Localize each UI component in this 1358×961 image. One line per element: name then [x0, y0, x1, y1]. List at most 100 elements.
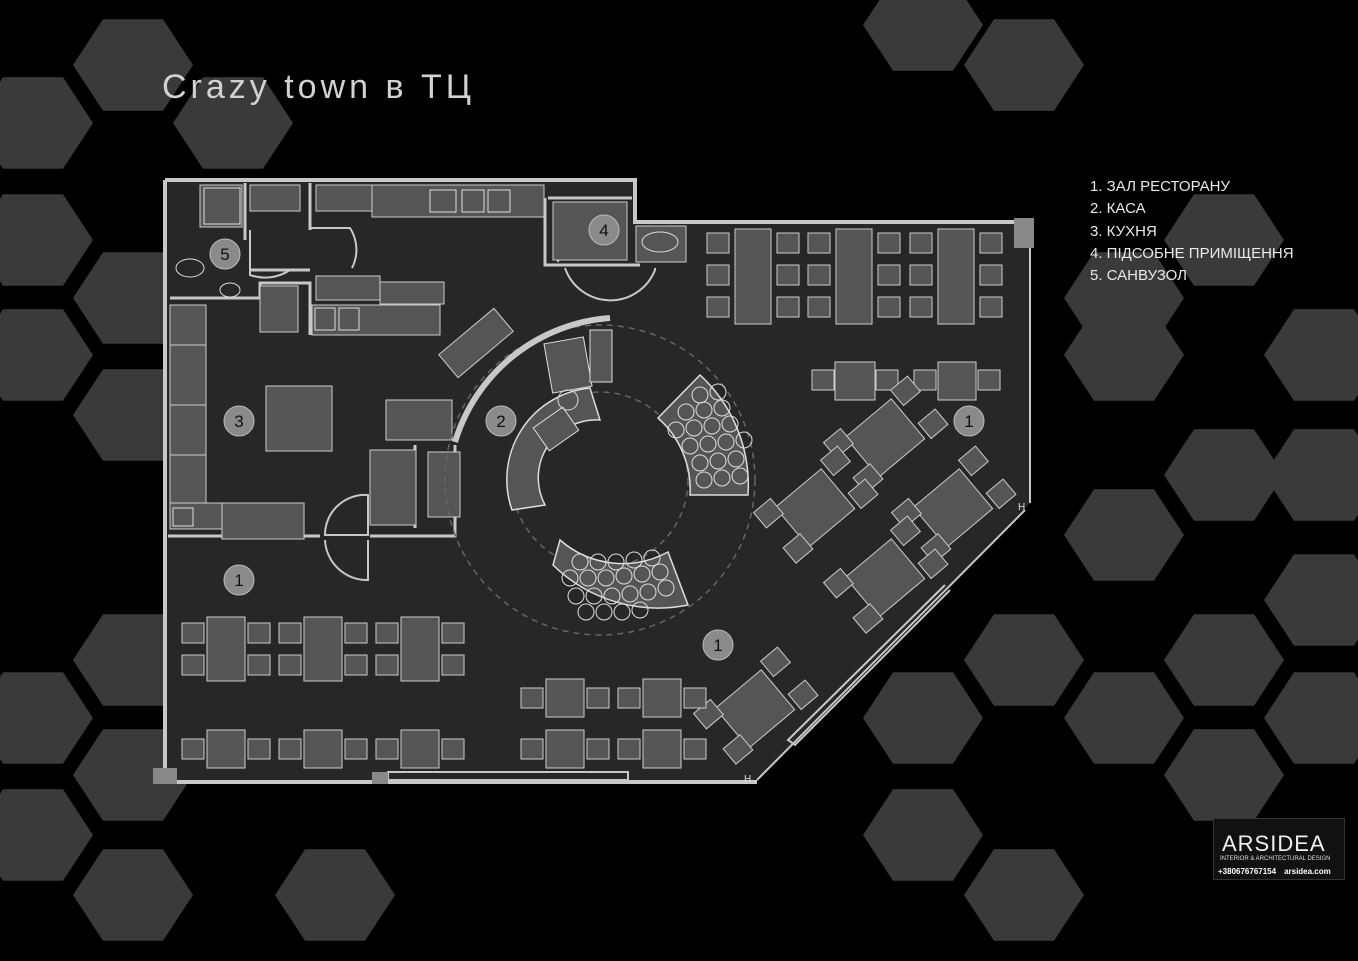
table [545, 678, 585, 718]
table-set [520, 678, 610, 718]
legend-item: 5. САНВУЗОЛ [1090, 267, 1187, 285]
zone-marker-circle [953, 405, 985, 437]
chair [909, 296, 933, 318]
table-set [181, 616, 271, 682]
hexagon [1264, 672, 1358, 764]
chair [247, 654, 271, 676]
table-set [822, 375, 949, 494]
chair [811, 369, 835, 391]
table [912, 468, 994, 548]
column [372, 772, 388, 784]
table-set [909, 228, 1003, 325]
page-title: Crazy town в ТЦ [162, 68, 475, 106]
round-counter-zone [444, 324, 756, 636]
table [303, 729, 343, 769]
chair [375, 622, 399, 644]
chair [706, 264, 730, 286]
chair [909, 264, 933, 286]
chair [807, 296, 831, 318]
chair [181, 738, 205, 760]
table-set [181, 729, 271, 769]
seat-ball [613, 603, 631, 621]
logo-tagline: INTERIOR & ARCHITECTURAL DESIGN [1220, 856, 1331, 862]
column [153, 768, 177, 784]
chair [889, 375, 922, 407]
seat-ball [621, 585, 639, 603]
hexagon [1264, 554, 1358, 646]
seat-ball [625, 551, 643, 569]
seat-ball [717, 433, 735, 451]
table [642, 729, 682, 769]
zone-marker: 1 [702, 629, 734, 661]
chair [247, 622, 271, 644]
chair [441, 738, 465, 760]
display-stand [589, 329, 613, 383]
cash-register [543, 336, 593, 394]
zone-marker: 1 [223, 564, 255, 596]
hexagon [0, 309, 93, 401]
seating-section [656, 373, 750, 496]
hexagon [0, 672, 93, 764]
chair [278, 738, 302, 760]
table [303, 616, 343, 682]
chair [441, 654, 465, 676]
hexagon [1064, 672, 1184, 764]
chair [822, 427, 854, 459]
seat-ball [695, 401, 713, 419]
seat-ball [577, 603, 595, 621]
seat-ball [631, 601, 649, 619]
hexagon [1164, 614, 1284, 706]
chair [617, 687, 641, 709]
chair [776, 264, 800, 286]
zone-marker-circle [485, 405, 517, 437]
table-set [913, 361, 1001, 401]
chair [957, 445, 990, 477]
chair [807, 264, 831, 286]
seat-ball [603, 587, 621, 605]
chair [706, 296, 730, 318]
zone-marker: 2 [485, 405, 517, 437]
seat-ball [597, 569, 615, 587]
table [937, 228, 975, 325]
legend-item: 3. КУХНЯ [1090, 222, 1157, 240]
zone-marker-number: 1 [713, 636, 722, 655]
chair [181, 622, 205, 644]
chair [890, 497, 922, 529]
table-set [278, 729, 368, 769]
chair [706, 232, 730, 254]
table-set [617, 678, 707, 718]
chair [917, 548, 949, 580]
seat-ball [735, 431, 753, 449]
chair [181, 654, 205, 676]
stool [557, 389, 579, 411]
chair [375, 654, 399, 676]
chair [787, 679, 819, 711]
zone-marker: 5 [209, 238, 241, 270]
legend-item: 1. ЗАЛ РЕСТОРАНУ [1090, 178, 1230, 195]
chair [877, 296, 901, 318]
table [206, 729, 246, 769]
table-set [692, 646, 819, 765]
hexagon [863, 672, 983, 764]
chair [247, 738, 271, 760]
chair [375, 738, 399, 760]
hexagon [173, 77, 293, 169]
seat-ball [667, 421, 685, 439]
hexagon [275, 849, 395, 941]
seat-ball [727, 450, 745, 468]
chair [877, 264, 901, 286]
hexagon [0, 789, 93, 881]
seat-ball [607, 553, 625, 571]
table [400, 729, 440, 769]
chair [752, 497, 784, 529]
hexagon [73, 19, 193, 111]
zone-marker-number: 3 [234, 412, 243, 431]
seat-ball [595, 603, 613, 621]
seat-ball [691, 454, 709, 472]
column [1014, 218, 1034, 248]
kitchen-equipment [169, 184, 687, 540]
chair [344, 738, 368, 760]
chair [875, 369, 899, 391]
chair [979, 264, 1003, 286]
